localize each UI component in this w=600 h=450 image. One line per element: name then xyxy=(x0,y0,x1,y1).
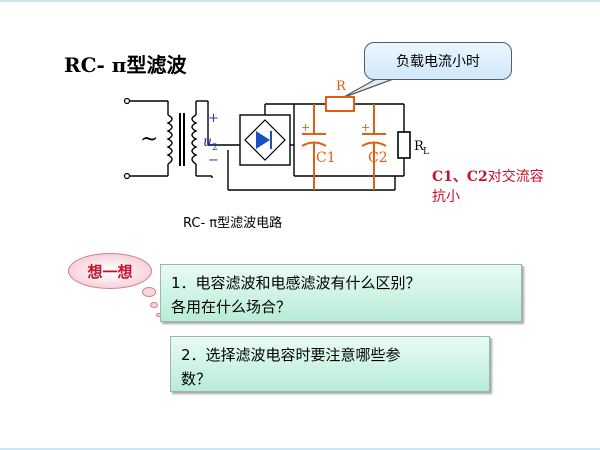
think-bubble: 想一想 xyxy=(68,253,152,289)
callout-load-current: 负载电流小时 xyxy=(364,42,512,80)
c2-label: C2 xyxy=(368,150,388,166)
input-terminal-bottom xyxy=(123,172,131,180)
note-line2: 抗小 xyxy=(432,189,460,205)
slide-bottom-edge xyxy=(0,448,600,450)
resistor-label: R xyxy=(336,79,347,94)
u2-label: u xyxy=(203,134,212,150)
circuit-caption: RC- π型滤波电路 xyxy=(183,216,283,231)
load-label-sub: L xyxy=(423,147,429,157)
note-reactance-text: 对交流容 xyxy=(487,169,544,185)
capacitor-c1 xyxy=(301,104,327,190)
ac-symbol: ~ xyxy=(140,127,158,152)
slide-title: RC- π型滤波 xyxy=(64,53,187,77)
question-2-line1: 2．选择滤波电容时要注意哪些参 xyxy=(181,346,401,364)
bridge-rectifier-icon xyxy=(239,114,291,166)
secondary-plus: + xyxy=(208,111,219,126)
load-resistor-rl xyxy=(397,131,411,159)
u2-sub: 2 xyxy=(212,143,218,153)
slide-top-edge xyxy=(0,0,600,2)
question-2-line2: 数？ xyxy=(181,370,212,388)
c2-plus: + xyxy=(361,121,370,134)
circuit-wires xyxy=(128,100,405,191)
c1-plus: + xyxy=(301,121,310,134)
capacitor-reactance-note: C1、C2对交流容 抗小 xyxy=(432,167,544,207)
thought-dot-large xyxy=(142,287,156,297)
transformer-icon xyxy=(166,113,198,166)
note-cap-names: C1、C2 xyxy=(432,169,488,185)
secondary-minus: − xyxy=(208,153,219,168)
question-1-line2: 各用在什么场合？ xyxy=(171,298,292,316)
question-1-line1: 1．电容滤波和电感滤波有什么区别？ xyxy=(171,274,421,292)
capacitor-c2 xyxy=(361,104,387,190)
c1-label: C1 xyxy=(316,150,336,166)
load-label: R xyxy=(414,139,425,154)
question-2-box: 2．选择滤波电容时要注意哪些参 数？ xyxy=(170,336,490,392)
question-1-box: 1．电容滤波和电感滤波有什么区别？ 各用在什么场合？ xyxy=(160,264,522,322)
resistor-r xyxy=(325,96,355,112)
thought-dot-medium xyxy=(150,302,158,308)
input-terminal-top xyxy=(123,97,131,105)
